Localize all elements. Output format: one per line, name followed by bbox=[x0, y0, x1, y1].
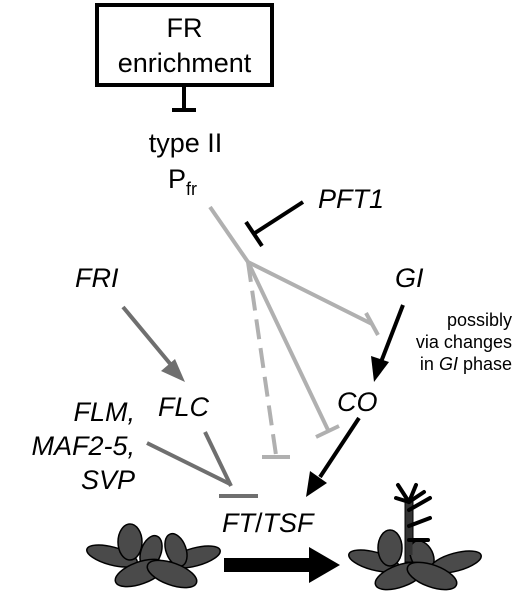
fri-label: FRI bbox=[75, 263, 119, 293]
fri-to-flc-arrow bbox=[121, 305, 185, 382]
type2-label: type II bbox=[148, 128, 223, 158]
flc-inhibition bbox=[203, 431, 233, 487]
pfr-label: Pfr bbox=[168, 164, 198, 199]
flm-line2: MAF2-5, bbox=[31, 431, 135, 461]
vegetative-rosette bbox=[86, 523, 221, 589]
fr-to-pfr-inhibition bbox=[172, 85, 196, 112]
gi-label: GI bbox=[395, 263, 424, 293]
gi-note-line3: in GI phase bbox=[400, 353, 512, 375]
pft1-inhibition bbox=[244, 200, 305, 248]
pft1-label: PFT1 bbox=[318, 184, 385, 214]
gi-to-co-arrow bbox=[371, 304, 405, 382]
gi-note-line2: via changes bbox=[415, 332, 512, 352]
flm-group-label: FLM, MAF2-5, SVP bbox=[8, 395, 135, 497]
tsf-label: TSF bbox=[262, 508, 314, 538]
fr-line2: enrichment bbox=[117, 48, 252, 78]
gi-note-line1: possibly bbox=[446, 310, 512, 330]
flm-inhibition bbox=[146, 441, 258, 498]
pfr-sub: fr bbox=[186, 179, 198, 199]
pfr-pathways bbox=[208, 205, 380, 459]
flowering-plant bbox=[348, 483, 482, 591]
gi-note-line3-post: phase bbox=[457, 354, 512, 374]
flm-line3: SVP bbox=[80, 465, 135, 495]
gi-note-line3-gi: GI bbox=[438, 354, 458, 374]
fr-line1: FR bbox=[166, 13, 203, 43]
ft-tsf-label: FT/TSF bbox=[222, 510, 314, 537]
fr-enrichment-label: FR enrichment bbox=[97, 15, 272, 77]
pfr-main: P bbox=[168, 164, 187, 194]
co-label: CO bbox=[337, 387, 378, 417]
co-to-ft-arrow bbox=[306, 416, 361, 497]
ft-tsf-separator: / bbox=[255, 508, 263, 538]
ft-label: FT bbox=[222, 508, 255, 538]
flc-label: FLC bbox=[158, 392, 210, 422]
flm-line1: FLM, bbox=[73, 397, 135, 427]
transition-arrow bbox=[224, 547, 340, 583]
gi-phase-note: possibly via changes in GI phase bbox=[400, 309, 512, 375]
fr-enrichment-box bbox=[95, 3, 274, 87]
gi-note-line3-pre: in bbox=[419, 354, 439, 374]
